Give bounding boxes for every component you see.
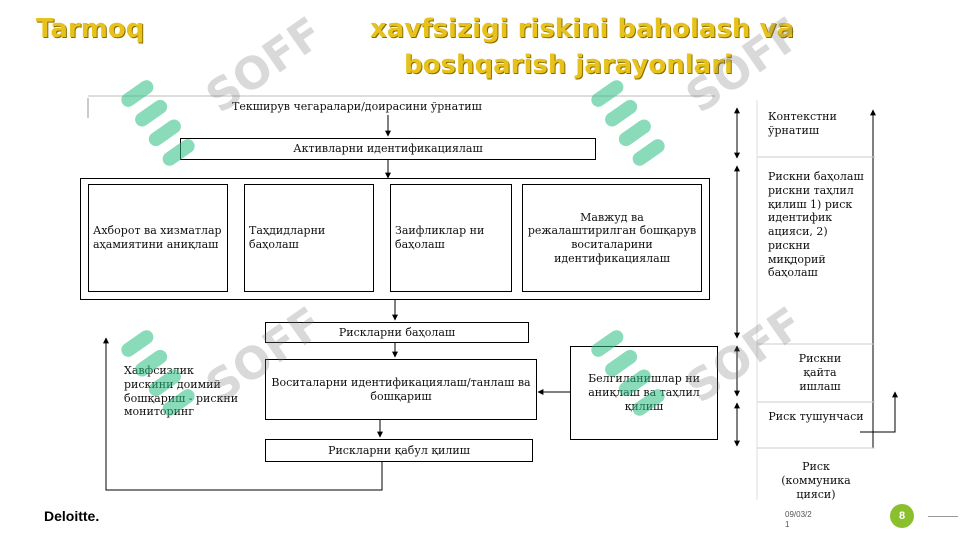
page-number-badge: 8	[890, 504, 914, 528]
side-label-risk-assessment: Рискни баҳолаш рискни таҳлил қилиш 1) ри…	[768, 170, 864, 280]
scope-label: Текширув чегаралари/доирасини ўрнатиш	[232, 100, 482, 113]
threat-evaluation-box: Таҳдидларни баҳолаш	[244, 184, 374, 292]
footer-divider	[928, 516, 958, 517]
side-label-risk-communication: Риск (коммуника цияси)	[781, 460, 851, 501]
slide-date: 09/03/2 1	[785, 510, 812, 529]
controls-identification-box: Мавжуд ва режалаштирилган бошқарув восит…	[522, 184, 702, 292]
side-label-risk-concept: Риск тушунчаси	[768, 410, 864, 423]
risk-assessment-group	[80, 178, 710, 300]
slide-title-line1-left: Tarmoq	[36, 14, 145, 44]
info-services-box: Ахборот ва хизматлар аҳамиятини аниқлаш	[88, 184, 228, 292]
risk-acceptance-box: Рискларни қабул қилиш	[265, 439, 533, 462]
side-label-risk-treatment: Рискни қайта ишлаш	[798, 352, 842, 393]
side-label-context: Контекстни ўрнатиш	[768, 110, 837, 137]
tools-selection-box: Воситаларни идентификациялаш/танлаш ва б…	[265, 359, 537, 420]
asset-identification-box: Активларни идентификациялаш	[180, 138, 596, 160]
vulnerability-evaluation-box: Заифликлар ни баҳолаш	[390, 184, 512, 292]
deloitte-logo: Deloitte.	[44, 508, 100, 524]
slide-title-line2: boshqarish jarayonlari	[404, 50, 733, 80]
risk-evaluation-box: Рискларни баҳолаш	[265, 322, 529, 343]
slide-title-line1-right: xavfsizigi riskini baholash va	[370, 14, 794, 44]
